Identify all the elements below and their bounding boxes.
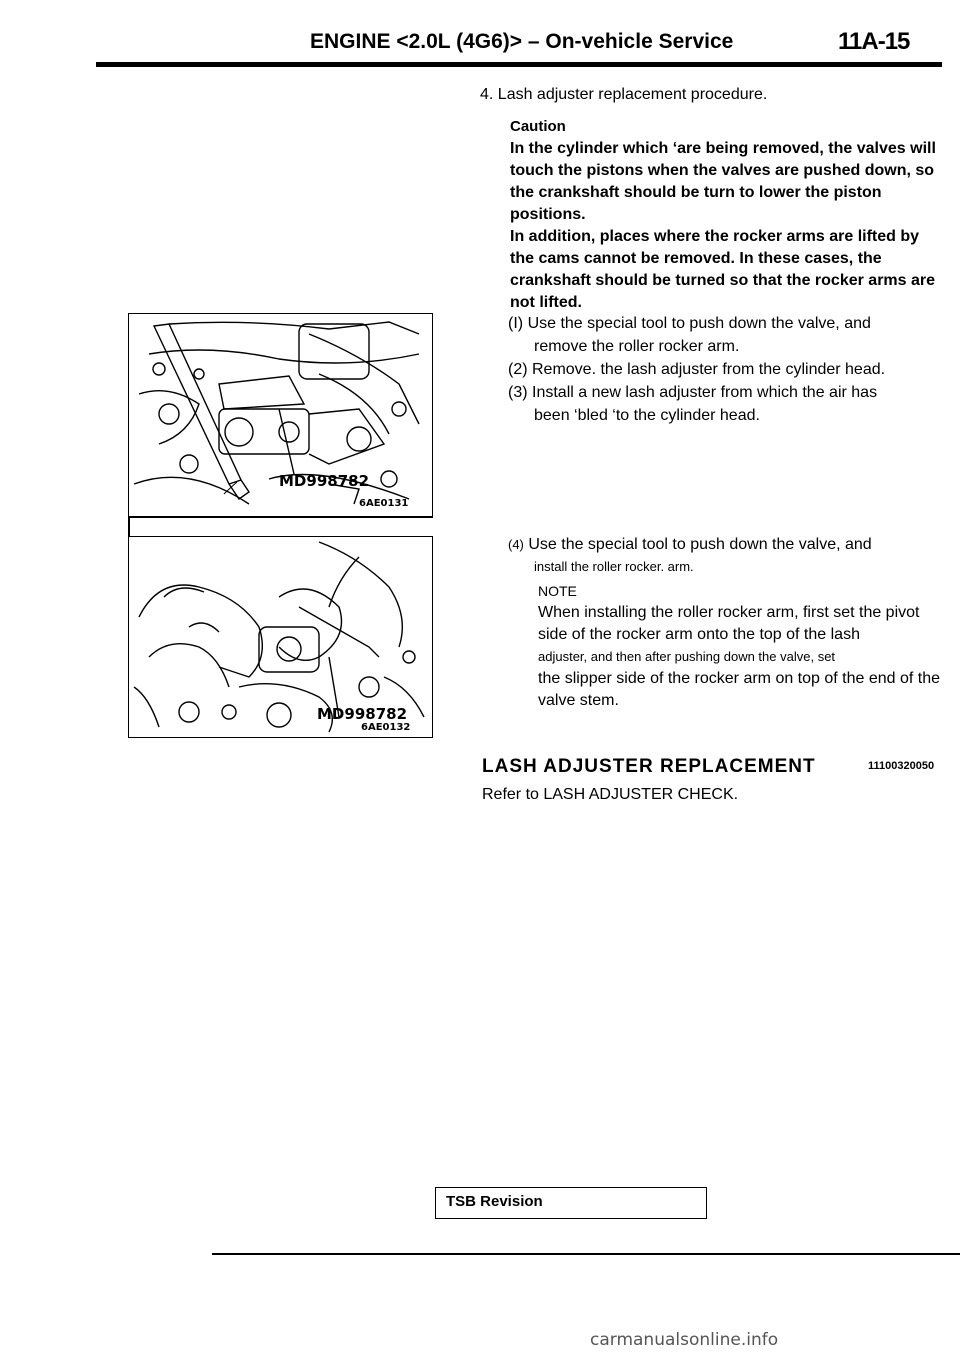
figure-2-illustration [133,541,425,733]
step-4b-line-a: (4) Use the special tool to push down th… [508,534,940,556]
figure-left-border [128,313,130,738]
step-3-text-a: Install a new lash adjuster from which t… [532,384,878,401]
note-block: NOTE When installing the roller rocker a… [538,580,942,712]
section-reference: Refer to LASH ADJUSTER CHECK. [482,786,739,803]
page-number: 11A-15 [838,28,910,55]
figure-1: MD998782 6AE0131 [128,313,433,518]
note-text-1: When installing the roller rocker arm, f… [538,604,920,643]
step-4-heading: 4. Lash adjuster replacement procedure. [480,86,768,103]
figure-1-illustration [133,321,420,505]
page-header-title: ENGINE <2.0L (4G6)> – On-vehicle Service [310,30,734,53]
steps-1-3: (I) Use the special tool to push down th… [508,312,940,427]
note-text-3: the slipper side of the rocker arm on to… [538,670,941,709]
step-3-text-b: been ‘bled ‘to the cylinder head. [534,407,760,424]
step-1-number: (I) [508,315,524,332]
section-title: LASH ADJUSTER REPLACEMENT [482,756,816,777]
caution-label: Caution [510,118,566,135]
figure-2: MD998782 6AE0132 [128,536,433,738]
step-4b-text-b: install the roller rocker. arm. [534,559,694,574]
watermark: carmanualsonline.info [590,1330,779,1350]
step-3-number: (3) [508,384,528,401]
footer-rule [212,1253,960,1255]
header-rule [96,62,942,67]
caution-text-1: In the cylinder which ‘are being removed… [510,140,936,223]
figure-2-code: 6AE0132 [361,722,411,733]
figure-1-tool-label: MD998782 [279,472,369,490]
step-2: (2) Remove. the lash adjuster from the c… [508,361,886,378]
caution-block: Caution In the cylinder which ‘are being… [510,116,942,314]
caution-text-2: In addition, places where the rocker arm… [510,228,936,311]
step-1-text-a: Use the special tool to push down the va… [527,315,871,332]
step-4b: (4) Use the special tool to push down th… [508,534,940,578]
tsb-revision-label: TSB Revision [446,1193,543,1210]
step-4b-number: (4) [508,537,524,552]
step-1: (I) Use the special tool to push down th… [508,312,940,335]
figure-divider-top [128,516,433,518]
step-4b-text-a: Use the special tool to push down the va… [528,536,872,553]
step-3: (3) Install a new lash adjuster from whi… [508,381,940,404]
figure-1-code: 6AE0131 [359,498,409,509]
note-label: NOTE [538,583,577,599]
figure-2-tool-label: MD998782 [317,705,407,723]
tsb-revision-box: TSB Revision [435,1187,707,1219]
section-code: 11100320050 [868,760,935,772]
step-1-text-b: remove the roller rocker arm. [534,338,740,355]
note-text-2: adjuster, and then after pushing down th… [538,649,836,664]
